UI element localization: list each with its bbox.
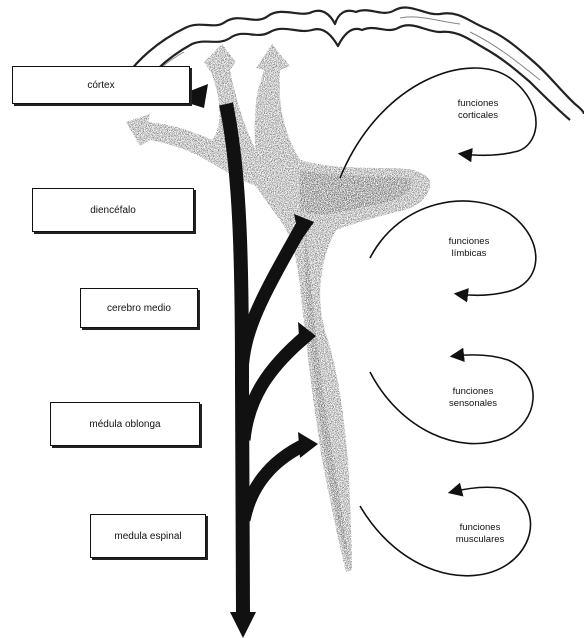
function-label-muscular-line2: musculares bbox=[434, 534, 526, 546]
level-label-midbrain: cerebro medio bbox=[107, 303, 171, 314]
level-label-spinal-cord: medula espinal bbox=[114, 531, 181, 542]
level-box-medulla: médula oblonga bbox=[50, 402, 200, 446]
function-label-sensory-line2: sensonales bbox=[426, 398, 520, 410]
axis-arrowhead-down bbox=[230, 612, 256, 638]
function-label-limbic-line1: funciones bbox=[424, 236, 514, 248]
level-label-diencephalon: diencéfalo bbox=[90, 205, 136, 216]
function-label-sensory-line1: funciones bbox=[426, 386, 520, 398]
level-label-medulla: médula oblonga bbox=[89, 419, 160, 430]
function-label-limbic-line2: límbicas bbox=[424, 248, 514, 260]
level-box-cortex: córtex bbox=[12, 66, 190, 104]
level-label-cortex: córtex bbox=[87, 80, 114, 91]
branch-arrowhead-medulla bbox=[298, 432, 318, 458]
level-box-diencephalon: diencéfalo bbox=[32, 188, 194, 232]
function-label-sensory: funciones sensonales bbox=[426, 386, 520, 410]
function-label-muscular-line1: funciones bbox=[434, 522, 526, 534]
cortical-function-arrow bbox=[340, 68, 536, 178]
level-box-spinal-cord: medula espinal bbox=[90, 514, 206, 558]
function-arrows bbox=[340, 68, 536, 576]
function-label-cortical-line1: funciones bbox=[432, 98, 524, 110]
function-label-muscular: funciones musculares bbox=[434, 522, 526, 546]
function-label-cortical: funciones corticales bbox=[432, 98, 524, 122]
function-label-limbic: funciones límbicas bbox=[424, 236, 514, 260]
level-box-midbrain: cerebro medio bbox=[80, 288, 198, 328]
function-label-cortical-line2: corticales bbox=[432, 110, 524, 122]
